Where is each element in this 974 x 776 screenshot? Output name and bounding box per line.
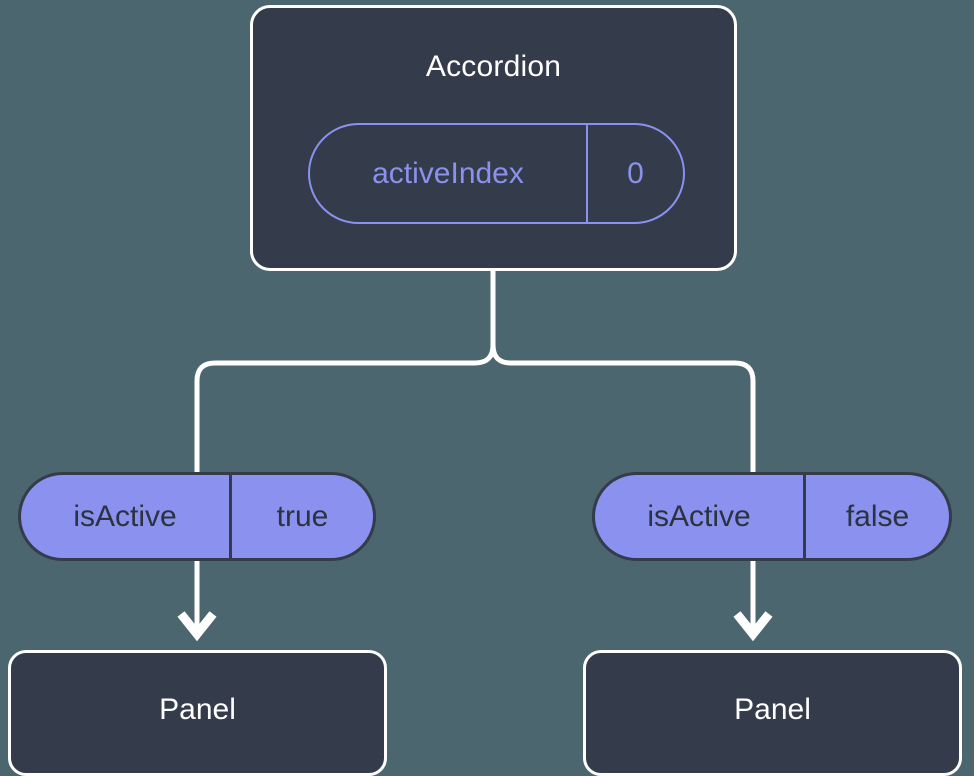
prop-pill-is-active-false[interactable]: isActive false — [592, 472, 952, 561]
node-accordion[interactable]: Accordion activeIndex 0 — [250, 5, 737, 271]
branch-connector-root-to-child-right — [490, 271, 756, 472]
prop-pill-is-active-true[interactable]: isActive true — [18, 472, 376, 561]
prop-key-is-active-right: isActive — [595, 475, 806, 558]
prop-pill-active-index[interactable]: activeIndex 0 — [308, 123, 685, 224]
node-accordion-title: Accordion — [425, 50, 562, 83]
branch-connector-root-to-children — [194, 271, 496, 472]
prop-value-is-active-right: false — [845, 499, 910, 533]
node-panel-right[interactable]: Panel — [583, 650, 962, 776]
node-panel-left[interactable]: Panel — [8, 650, 387, 776]
prop-value-active-index: 0 — [627, 156, 644, 190]
node-panel-left-title: Panel — [159, 693, 236, 726]
prop-key-active-index: activeIndex — [310, 125, 588, 222]
prop-key-is-active-left: isActive — [21, 475, 232, 558]
arrow-head-right — [733, 611, 773, 642]
prop-value-is-active-left: true — [276, 499, 329, 533]
node-panel-right-title: Panel — [734, 693, 811, 726]
arrow-head-left — [177, 611, 217, 642]
